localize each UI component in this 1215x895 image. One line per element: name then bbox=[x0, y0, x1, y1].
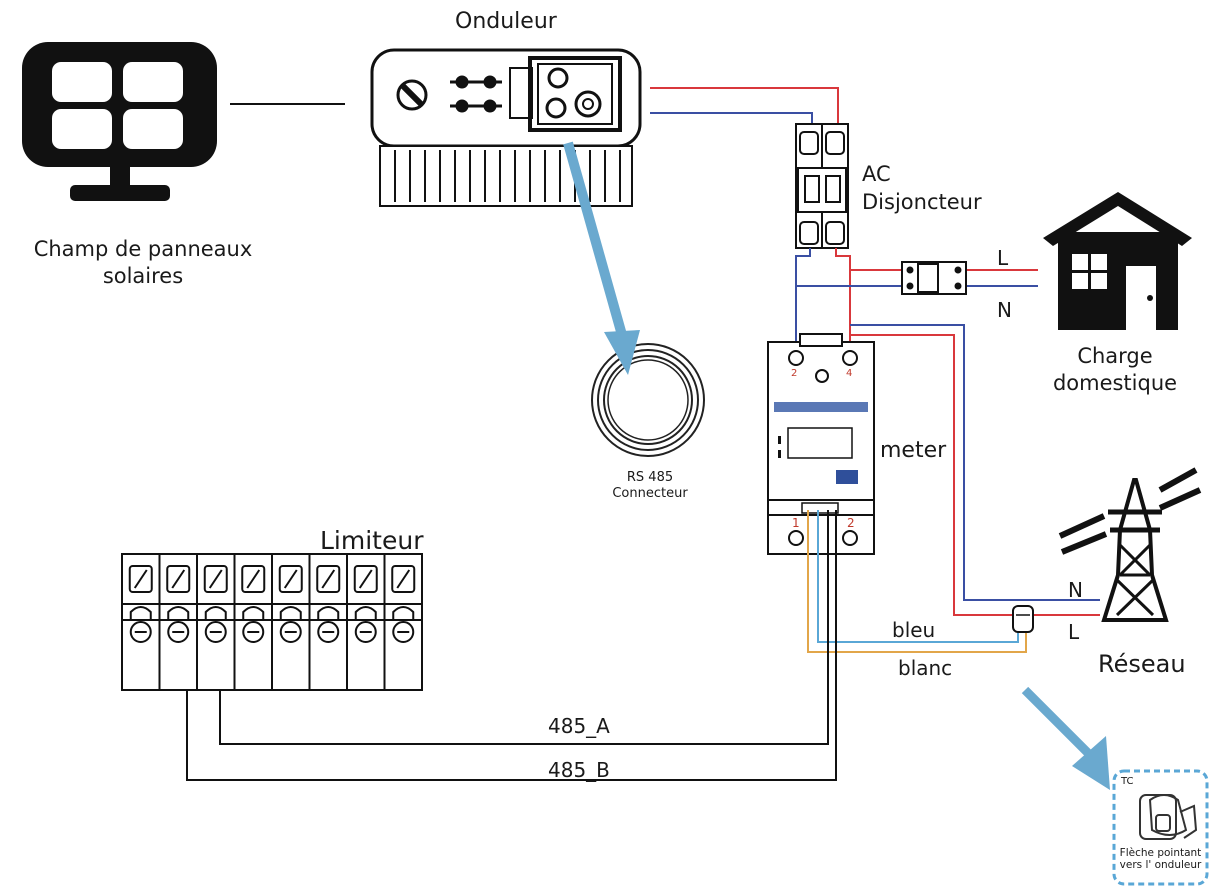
inverter-icon bbox=[370, 48, 642, 207]
limiter-terminal-1 bbox=[128, 565, 153, 643]
solar-field-label: Champ de panneaux solaires bbox=[28, 236, 258, 290]
inverter-ac-live-wire bbox=[650, 87, 839, 125]
rs485-connector-label: RS 485 Connecteur bbox=[600, 470, 700, 502]
ct-blue-wire bbox=[817, 510, 1019, 643]
solar-field-label-line2: solaires bbox=[102, 264, 184, 288]
ac-breaker-label-line1: AC bbox=[862, 162, 891, 186]
house-load-label-line1: Charge bbox=[1077, 344, 1153, 368]
rs485-cable-icon bbox=[591, 343, 705, 457]
ac-breaker-label-line2: Disjoncteur bbox=[862, 190, 982, 214]
ct-wire-blanc-label: blanc bbox=[898, 656, 953, 680]
solar-panel-icon bbox=[22, 42, 217, 201]
meter-terminal-top-right: 4 bbox=[846, 368, 853, 379]
ct-wire-bleu-label: bleu bbox=[892, 618, 936, 642]
ct-tag-label: TC bbox=[1121, 776, 1134, 787]
meter-terminal-bottom-right: 2 bbox=[847, 516, 855, 530]
ct-note-label-line1: Flèche pointant bbox=[1119, 847, 1202, 859]
limiter-terminal-3 bbox=[196, 554, 228, 690]
house-junction-block-icon bbox=[901, 261, 967, 295]
smart-meter-icon bbox=[767, 333, 875, 555]
meter-label: meter bbox=[880, 438, 947, 463]
grid-tower-icon bbox=[1058, 467, 1202, 622]
house-wire-L-label: L bbox=[997, 246, 1009, 270]
inverter-label: Onduleur bbox=[455, 9, 557, 34]
meter-terminal-top-left: 2 bbox=[791, 368, 798, 379]
ac-breaker-icon bbox=[795, 123, 849, 249]
limiter-terminal-block-icon bbox=[121, 553, 423, 691]
limiter-terminal-5 bbox=[271, 554, 303, 690]
house-load-label-line2: domestique bbox=[1052, 371, 1178, 395]
bus-485A-label: 485_A bbox=[548, 714, 610, 738]
ct-white-wire bbox=[807, 510, 1027, 653]
ct-note-label: Flèche pointant vers l' onduleur bbox=[1114, 847, 1207, 871]
limiter-terminal-8 bbox=[383, 554, 416, 690]
limiter-terminal-4 bbox=[233, 554, 266, 690]
rs485-connector-label-line1: RS 485 bbox=[626, 470, 674, 485]
grid-label: Réseau bbox=[1098, 650, 1186, 678]
house-wire-N-label: N bbox=[997, 298, 1012, 322]
limiter-terminal-7 bbox=[346, 554, 378, 690]
house-icon bbox=[1043, 192, 1192, 330]
limiter-terminal-6 bbox=[308, 554, 341, 690]
ct-direction-arrow-icon bbox=[1021, 686, 1110, 790]
grid-wire-N-label: N bbox=[1068, 578, 1083, 602]
ct-clamp-icon bbox=[1012, 605, 1034, 633]
limiter-label: Limiteur bbox=[320, 526, 424, 555]
ac-breaker-label: AC Disjoncteur bbox=[862, 160, 982, 216]
meter-terminal-bottom-left: 1 bbox=[792, 516, 800, 530]
ct-detail-box bbox=[1112, 769, 1209, 886]
house-load-label: Charge domestique bbox=[1030, 343, 1200, 397]
grid-wire-L-label: L bbox=[1068, 620, 1080, 644]
limiter-terminal-2 bbox=[158, 554, 191, 690]
rs485-connector-label-line2: Connecteur bbox=[612, 486, 688, 501]
inverter-ac-neutral-wire bbox=[650, 112, 813, 125]
rs485-arrow-icon bbox=[563, 141, 640, 375]
ct-note-label-line2: vers l' onduleur bbox=[1119, 859, 1202, 871]
bus-485B-label: 485_B bbox=[548, 758, 610, 782]
solar-field-label-line1: Champ de panneaux bbox=[33, 237, 253, 261]
